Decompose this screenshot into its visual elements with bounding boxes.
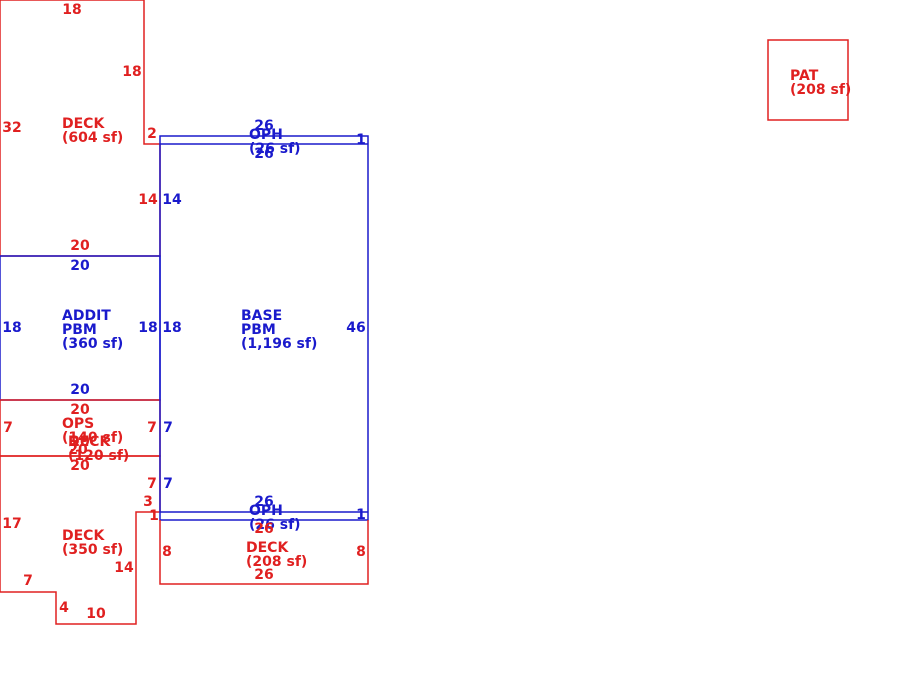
area-label-deck-top: DECK(604 sf) (62, 116, 123, 146)
dimension-deck-top-top: 18 (62, 2, 81, 18)
dimension-deck-right-right: 8 (356, 544, 366, 560)
dimension-base-left-lower: 7 (163, 476, 173, 492)
dimension-deck-top-left: 32 (2, 120, 21, 136)
area-label-oph-top: OPH(26 sf) (249, 127, 301, 157)
dimension-ops-right: 7 (147, 420, 157, 436)
dimension-deck-mid-top: 20 (68, 442, 88, 458)
dimension-addit-left: 18 (2, 320, 21, 336)
dimension-deck-right-left: 8 (162, 544, 172, 560)
dimension-deck-mid-right: 7 (147, 476, 157, 492)
dimension-deck-top-bottom: 20 (70, 238, 90, 254)
dimension-addit-right: 18 (138, 320, 157, 336)
outlines (0, 0, 849, 625)
dimension-deck-lower-left: 17 (2, 516, 21, 532)
dimension-deck-top-right: 18 (122, 64, 141, 80)
dimension-ops-left: 7 (3, 420, 13, 436)
dimension-deck-lower-tab: 1 (149, 508, 159, 524)
dimension-deck-top-inner: 14 (138, 192, 158, 208)
deck-right-outline (159, 520, 369, 585)
dimension-deck-mid-bottom: 20 (70, 458, 90, 474)
pat-outline (767, 39, 849, 121)
dimension-base-left-mid: 18 (162, 320, 181, 336)
dimension-ops-bottom: 20 (70, 434, 90, 450)
dimension-deck-top-step: 2 (147, 126, 157, 142)
dimension-deck-right-bottom: 26 (254, 567, 273, 583)
dimension-base-left-ops: 7 (163, 420, 173, 436)
dimension-oph-bottom-right: 1 (356, 507, 366, 523)
area-label-deck-lower: DECK(350 sf) (62, 528, 123, 558)
area-label-pat: PAT(208 sf) (790, 68, 851, 98)
dimension-oph-bottom-bottom: 26 (254, 521, 273, 537)
dimension-deck-lower-inner: 14 (114, 560, 134, 576)
dimension-deck-lower-step: 3 (143, 494, 153, 510)
dimension-addit-top: 20 (70, 258, 90, 274)
dimension-addit-bottom: 20 (70, 382, 90, 398)
dimension-deck-lower-notch: 4 (59, 600, 69, 616)
dimension-oph-top-top: 26 (254, 118, 273, 134)
area-label-ops: OPS(140 sf) (62, 416, 123, 446)
dimension-base-right: 46 (346, 320, 365, 336)
area-label-oph-bottom: OPH(26 sf) (249, 503, 301, 533)
dimension-oph-top-right: 1 (356, 132, 366, 148)
dimension-deck-lower-bottom: 10 (86, 606, 106, 622)
area-label-deck-mid: DECK(120 sf) (68, 434, 129, 464)
dimension-base-left-upper: 14 (162, 192, 182, 208)
dimension-oph-bottom-top: 26 (254, 494, 273, 510)
dimension-oph-top-bottom: 26 (254, 146, 273, 162)
dimension-deck-lower-bottom-left: 7 (23, 573, 33, 589)
area-label-deck-right: DECK(208 sf) (246, 540, 307, 570)
dimension-ops-top: 20 (70, 402, 90, 418)
